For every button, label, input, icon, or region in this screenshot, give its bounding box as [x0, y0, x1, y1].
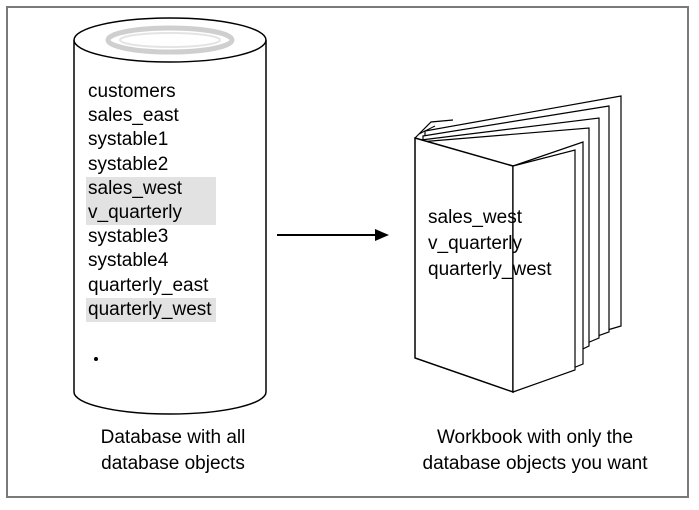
- database-object-item: systable3: [88, 226, 169, 248]
- database-caption-line2: database objects: [101, 453, 245, 474]
- database-object-item: quarterly_west: [86, 297, 216, 322]
- database-object-item: v_quarterly: [86, 200, 216, 226]
- database-object-item: sales_east: [88, 105, 179, 127]
- workbook-object-item: quarterly_west: [428, 259, 552, 280]
- database-object-item: systable1: [88, 129, 169, 151]
- database-caption-line1: Database with all: [100, 427, 246, 448]
- more-items-dot: [94, 357, 98, 361]
- workbook-book-icon: [414, 95, 622, 394]
- arrow-right-icon: [277, 229, 389, 241]
- database-object-item: systable4: [88, 250, 169, 272]
- workbook-object-item: sales_west: [428, 207, 522, 228]
- workbook-object-list: sales_west v_quarterly quarterly_west: [428, 205, 552, 283]
- workbook-caption-line2: database objects you want: [422, 453, 648, 474]
- workbook-caption-line1: Workbook with only the: [436, 427, 634, 448]
- database-caption: Database with all database objects: [68, 425, 278, 477]
- database-object-item: customers: [88, 81, 176, 102]
- database-object-item: systable2: [88, 153, 169, 175]
- database-object-item: sales_west: [86, 176, 216, 201]
- workbook-caption: Workbook with only the database objects …: [385, 425, 685, 477]
- database-object-item: quarterly_east: [88, 274, 209, 296]
- workbook-object-item: v_quarterly: [428, 233, 522, 254]
